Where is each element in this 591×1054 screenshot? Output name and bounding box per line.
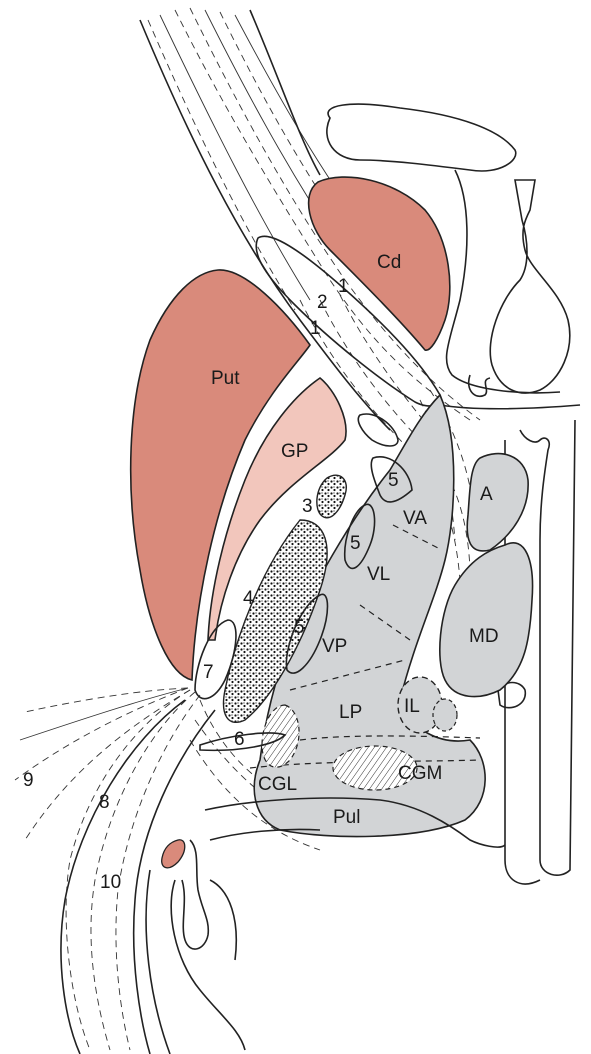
label-vp: VP [322,636,347,657]
red-vessel [162,840,185,868]
label-5b: 5 [350,533,361,554]
label-cgl: CGL [258,774,297,795]
label-md: MD [469,626,499,647]
label-put: Put [211,368,240,389]
label-7: 7 [203,662,214,683]
label-gp: GP [281,441,308,462]
label-5a: 5 [388,470,399,491]
label-4: 4 [243,588,254,609]
label-cd: Cd [377,252,401,273]
label-9: 9 [23,770,34,791]
label-pul: Pul [333,807,360,828]
label-6: 6 [234,729,245,750]
label-5c: 5 [294,617,305,638]
label-lp: LP [339,702,362,723]
label-va: VA [403,508,427,529]
label-3: 3 [302,496,313,517]
label-a: A [480,484,493,505]
label-il: IL [404,696,420,717]
nucleus-a [467,454,528,551]
structure-3 [317,475,346,518]
nucleus-md [440,543,533,697]
label-10: 10 [100,872,121,893]
nucleus-il-small [433,699,457,731]
label-vl: VL [367,564,390,585]
label-1b: 1 [310,318,321,339]
label-cgm: CGM [398,763,442,784]
label-1a: 1 [338,276,349,297]
label-8: 8 [99,792,110,813]
label-2: 2 [317,292,328,313]
